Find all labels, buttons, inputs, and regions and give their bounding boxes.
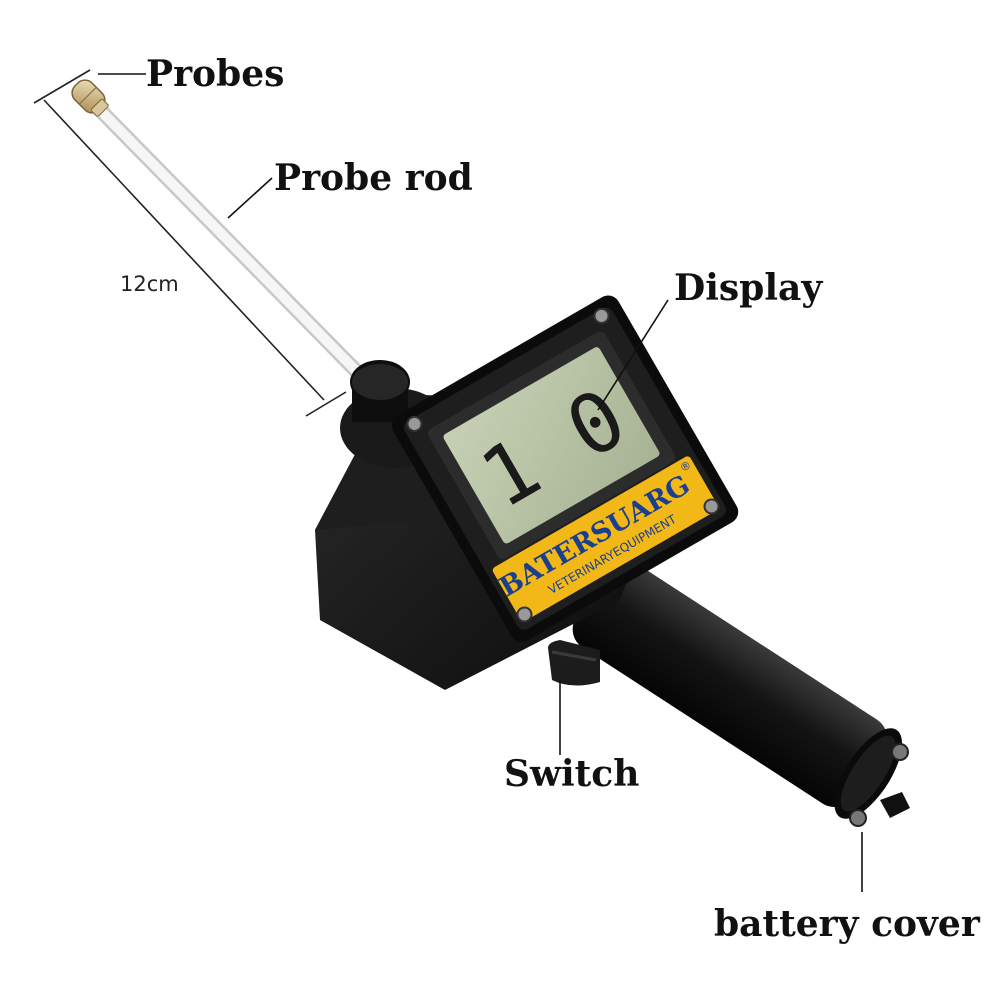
probe-rod [92,102,378,393]
dimension-line [33,69,347,417]
leader-probe-rod [227,177,273,219]
dimension-label: 12cm [120,272,179,296]
leader-display [597,299,669,411]
label-display: Display [674,267,823,309]
probe-tip [71,79,109,117]
label-probe-rod: Probe rod [274,157,473,199]
battery-cover [849,743,910,827]
label-battery-cover: battery cover [714,903,980,945]
display-panel: 1 0 BATERSUARG ® VETERINARYEQUIPMENT [391,295,739,642]
label-switch: Switch [504,753,640,795]
label-probes: Probes [146,53,285,95]
switch [548,640,600,686]
leader-lines [98,73,863,892]
handle [572,560,903,819]
